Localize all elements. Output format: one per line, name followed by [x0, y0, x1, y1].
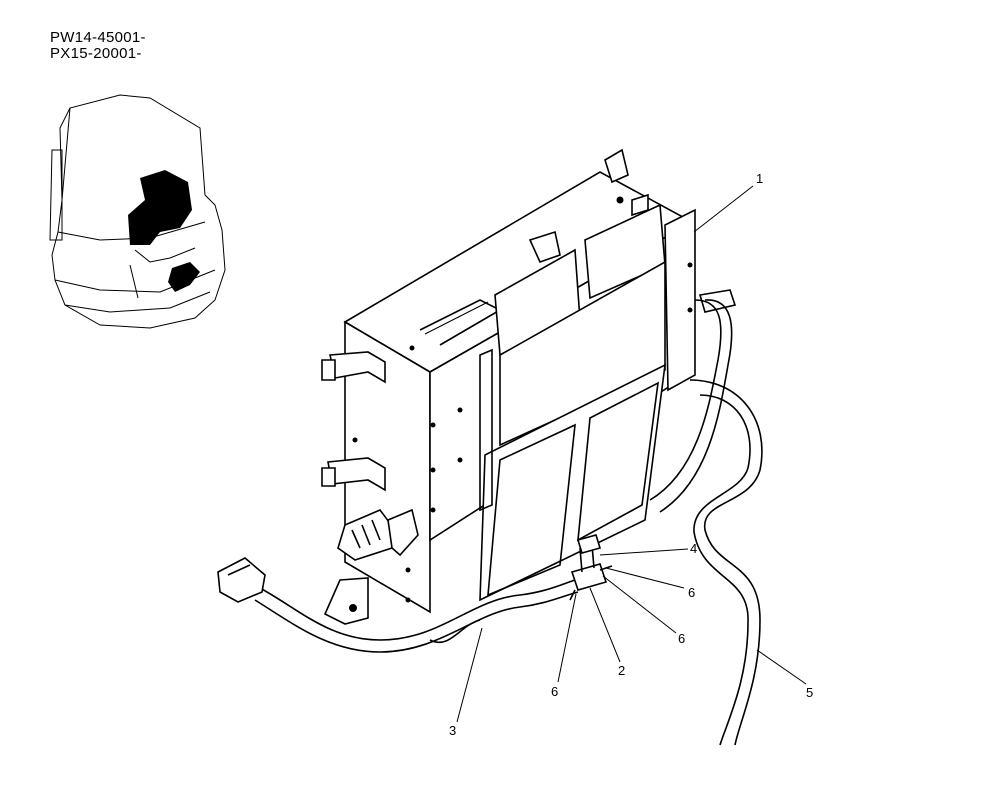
callout-2: 2: [618, 663, 625, 678]
callout-6-middle: 6: [678, 631, 685, 646]
hose-3: [217, 557, 579, 653]
callout-5: 5: [806, 685, 813, 700]
callout-3: 3: [449, 723, 456, 738]
drain-hose-5: [689, 379, 763, 746]
leader-lines: [456, 185, 807, 723]
hose-tee-joint-2: [569, 534, 613, 601]
callout-1: 1: [756, 171, 763, 186]
serial-range-1: PW14-45001-: [50, 29, 146, 46]
harness-bundle: [649, 289, 737, 513]
callout-6-lower: 6: [551, 684, 558, 699]
heater-unit-assembly: [321, 148, 696, 625]
callout-labels: 1 4 6 6 2 6 3 5: [449, 171, 813, 738]
callout-4: 4: [690, 541, 697, 556]
callout-6-upper: 6: [688, 585, 695, 600]
serial-number-ranges: PW14-45001- PX15-20001-: [50, 30, 146, 62]
serial-range-2: PX15-20001-: [50, 45, 142, 62]
machine-locator-thumbnail: [49, 94, 226, 329]
